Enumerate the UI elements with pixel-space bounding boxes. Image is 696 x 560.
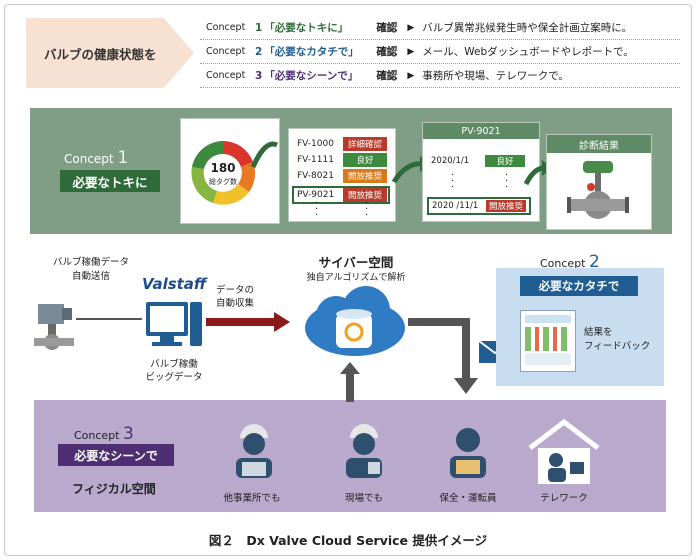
concept-word: Concept — [64, 152, 114, 166]
data-flow-line — [76, 318, 142, 320]
operator-book-icon — [450, 428, 486, 478]
valve-tag: FV-1000 — [297, 139, 334, 149]
donut-value: 180 — [210, 161, 236, 175]
concept-label: Concept — [206, 22, 246, 33]
pv-detail-panel: PV-9021 2020/1/1 良好 ··· ··· 2020 /11/1 開… — [422, 122, 540, 222]
concept1-title: 必要なトキに — [60, 170, 160, 192]
status-badge: 開放推奨 — [486, 200, 526, 212]
status-badge: 開放推奨 — [343, 169, 387, 183]
feedback-label: 結果を フィードバック — [584, 327, 651, 352]
concept-number: 3 — [123, 424, 134, 444]
concept-description: 事務所や現場、テレワークで。 — [422, 70, 569, 82]
figure-frame — [4, 4, 692, 556]
physical-space-label: フィジカル空間 — [72, 482, 156, 496]
pv-history-row: 2020/1/1 良好 — [431, 155, 525, 167]
dashboard-thumbnail — [520, 310, 576, 372]
diagnosis-title: 診断結果 — [547, 135, 651, 153]
concept-quote: 「必要なカタチで」 — [264, 46, 359, 58]
thumbnail-grid — [525, 327, 571, 351]
right-arrow-icon — [206, 312, 290, 332]
valve-data-send-label: バルブ稼働データ 自動送信 — [52, 257, 129, 282]
list-item[interactable]: FV-1000 詳細確認 — [297, 137, 387, 151]
concept3-title: 必要なシーンで — [58, 444, 174, 466]
elbow-arrow-icon — [408, 318, 478, 394]
pv-history-row-highlighted: 2020 /11/1 開放推奨 — [427, 197, 531, 215]
concept-number: 1 — [255, 21, 263, 34]
control-valve-icon — [567, 161, 629, 219]
confirm-label: 確認 — [376, 46, 398, 58]
diagnosis-result-panel: 診断結果 — [546, 134, 652, 230]
selected-row-outline — [292, 186, 390, 204]
concept-number: 2 — [589, 252, 600, 272]
concept2-label: Concept 2 — [540, 252, 600, 272]
concept-summary-row-2: Concept 2 「必要なカタチで」 確認 ▶ メール、Webダッシュボードや… — [200, 40, 680, 64]
concept-number: 2 — [255, 45, 263, 58]
server-computer-icon — [146, 302, 202, 346]
concept-quote: 「必要なシーンで」 — [264, 70, 359, 82]
concept-description: メール、Webダッシュボードやレポートで。 — [422, 46, 634, 58]
person-label: 他事業所でも — [223, 493, 281, 504]
thumbnail-chart — [525, 353, 571, 365]
status-badge: 開放推奨 — [343, 188, 387, 202]
pv-date: 2020/1/1 — [431, 156, 470, 166]
worker-helmet-icon — [346, 424, 382, 478]
auto-collect-label: データの 自動収集 — [216, 285, 255, 309]
valve-status-list-panel: FV-1000 詳細確認 FV-1111 良好 FV-8021 開放推奨 PV-… — [288, 128, 396, 222]
concept-summary-row-1: Concept 1 「必要なトキに」 確認 ▶ バルブ異常兆候発生時や保全計画立… — [200, 16, 680, 40]
ellipsis-vertical-icon: ··· — [451, 170, 455, 193]
field-valve-icon — [34, 304, 74, 350]
up-arrow-icon — [340, 362, 360, 402]
concept-word: Concept — [540, 257, 586, 270]
worker-helmet-laptop-icon — [236, 424, 272, 478]
valve-tag: FV-1111 — [297, 155, 334, 165]
list-item[interactable]: FV-1111 良好 — [297, 153, 387, 167]
concept-label: Concept — [206, 46, 246, 57]
concept2-title: 必要なカタチで — [520, 276, 638, 296]
cloud-database-icon — [305, 286, 405, 356]
status-badge: 詳細確認 — [343, 137, 387, 151]
valve-health-banner: バルブの健康状態を — [26, 18, 194, 88]
concept-label: Concept — [206, 70, 246, 81]
valve-tag: FV-8021 — [297, 171, 334, 181]
list-item[interactable]: FV-8021 開放推奨 — [297, 169, 387, 183]
concept-quote: 「必要なトキに」 — [264, 22, 349, 34]
concept-word: Concept — [74, 429, 120, 442]
status-badge: 良好 — [485, 155, 525, 167]
thumbnail-header — [525, 315, 571, 323]
person-label: 保全・運転員 — [439, 493, 497, 504]
status-badge: 良好 — [343, 153, 387, 167]
ellipsis-vertical-icon: ··· — [505, 170, 509, 193]
pv-title: PV-9021 — [423, 123, 539, 139]
home-telework-icon — [528, 418, 600, 484]
triangle-arrow-icon: ▶ — [407, 46, 415, 57]
person-label: 現場でも — [344, 493, 383, 504]
valstaff-logo: Valstaff — [142, 275, 207, 293]
valve-bigdata-label: バルブ稼働 ビッグデータ — [145, 359, 203, 383]
concept-summary: Concept 1 「必要なトキに」 確認 ▶ バルブ異常兆候発生時や保全計画立… — [200, 16, 680, 88]
concept-summary-row-3: Concept 3 「必要なシーンで」 確認 ▶ 事務所や現場、テレワークで。 — [200, 64, 680, 88]
concept-number: 1 — [117, 148, 129, 168]
triangle-arrow-icon: ▶ — [407, 22, 415, 33]
concept1-label: Concept 1 — [64, 148, 128, 168]
person-label: テレワーク — [540, 493, 588, 504]
figure-caption: 図２ Dx Valve Cloud Service 提供イメージ — [208, 533, 488, 548]
confirm-label: 確認 — [376, 70, 398, 82]
confirm-label: 確認 — [376, 22, 398, 34]
concept3-label: Concept 3 — [74, 424, 134, 444]
concept-description: バルブ異常兆候発生時や保全計画立案時に。 — [422, 22, 633, 34]
pv-date: 2020 /11/1 — [432, 201, 479, 211]
ellipsis-vertical-icon: ··· — [315, 198, 319, 221]
donut-chart — [191, 141, 279, 205]
cyber-space-title: サイバー空間 — [318, 255, 394, 270]
list-item-highlighted[interactable]: PV-9021 開放推奨 — [297, 188, 387, 202]
cyber-space-subtitle: 独自アルゴリズムで解析 — [306, 273, 406, 283]
tag-count-donut-panel: 180 総タグ数 — [180, 118, 280, 224]
triangle-arrow-icon: ▶ — [407, 70, 415, 81]
valve-tag: PV-9021 — [297, 190, 335, 200]
concept-number: 3 — [255, 69, 263, 82]
donut-unit: 総タグ数 — [209, 178, 237, 186]
ellipsis-vertical-icon: ··· — [365, 198, 369, 221]
